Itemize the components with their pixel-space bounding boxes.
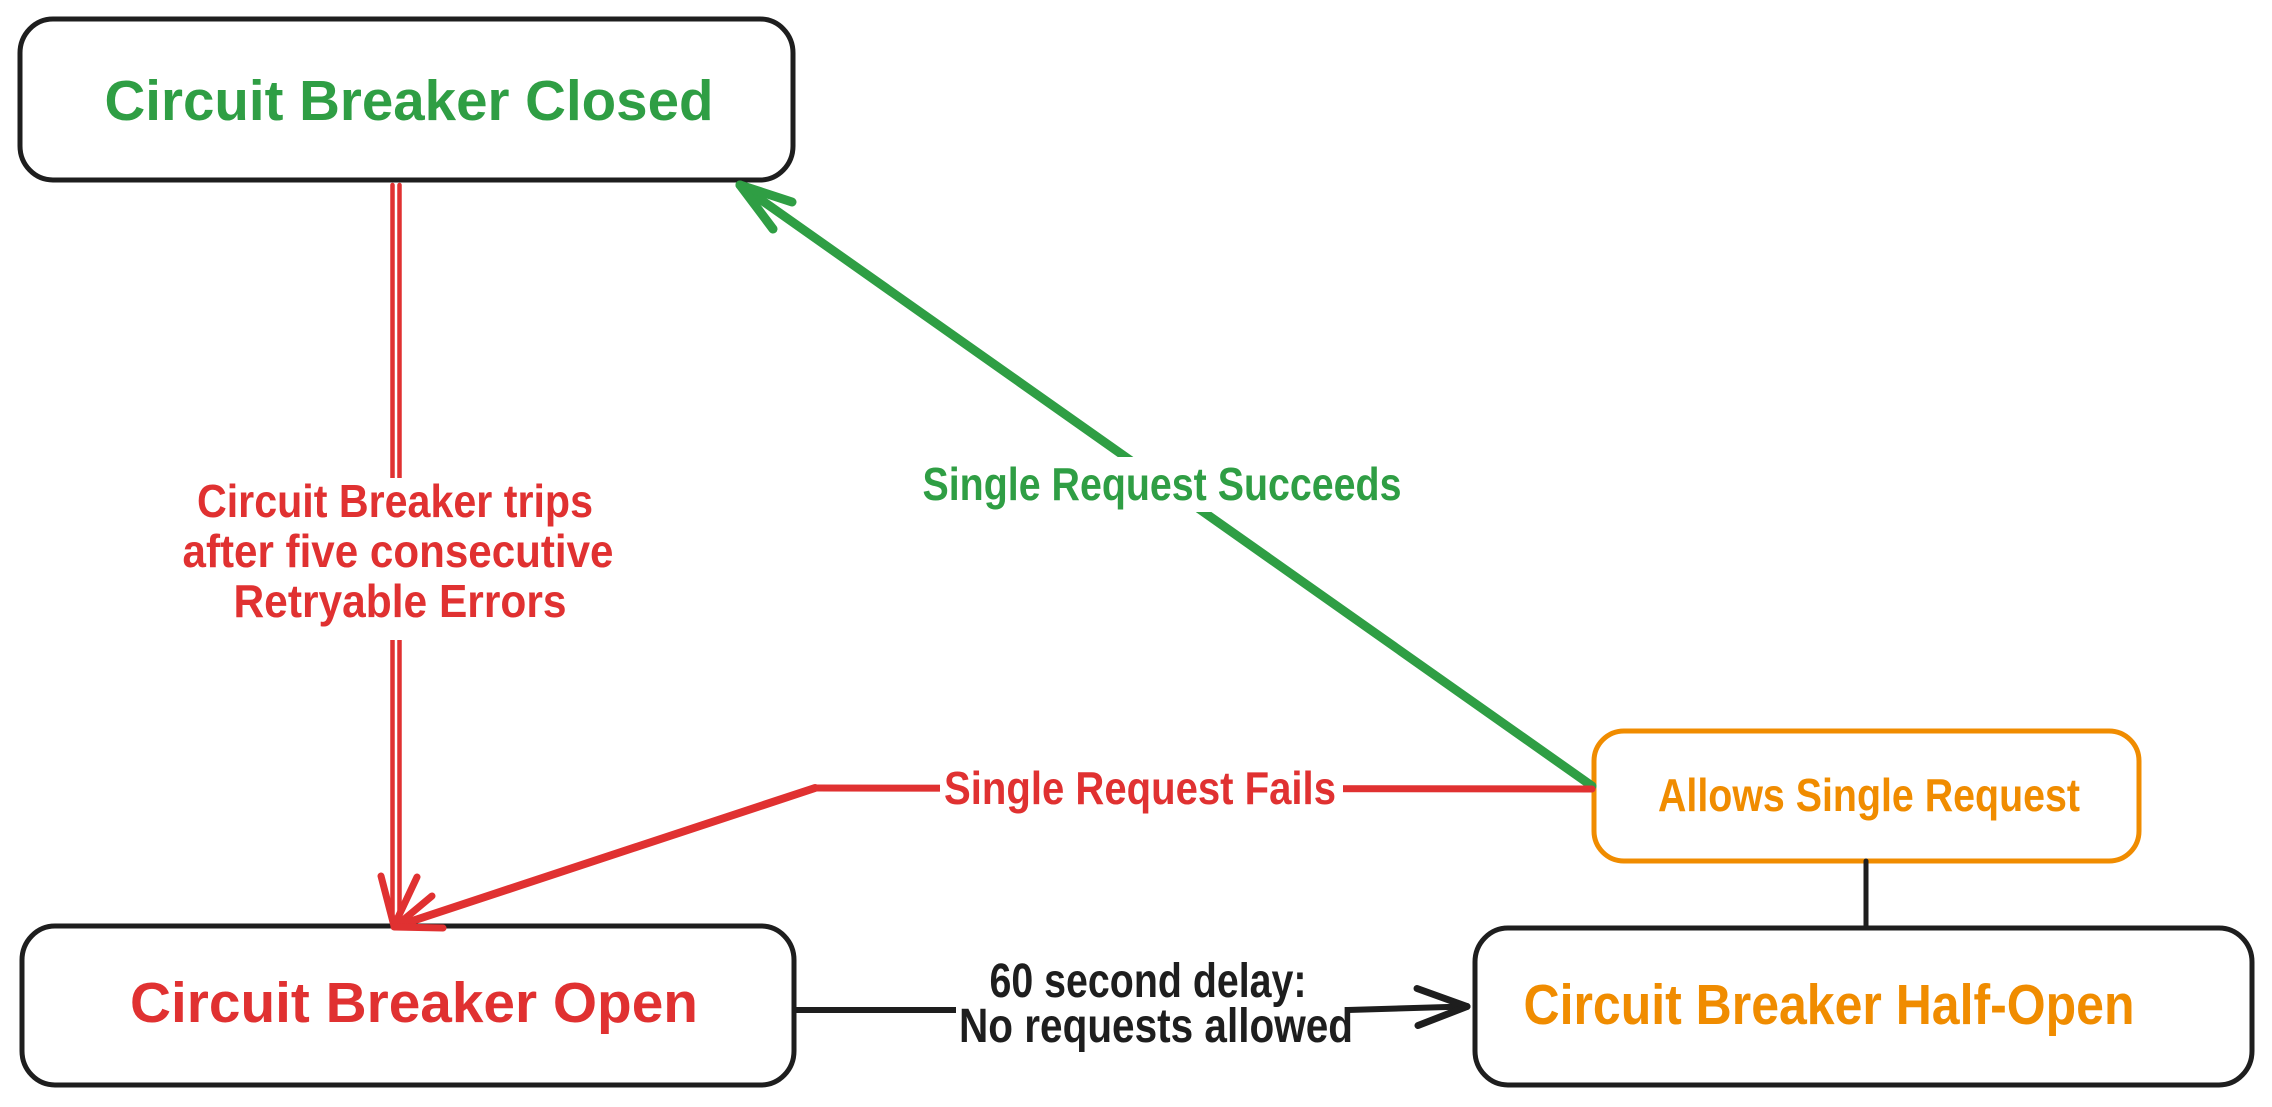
svg-text:Single Request Fails: Single Request Fails	[944, 762, 1336, 814]
svg-text:Circuit Breaker Closed: Circuit Breaker Closed	[105, 69, 714, 133]
svg-text:after five consecutive: after five consecutive	[183, 525, 614, 577]
svg-text:Circuit Breaker Open: Circuit Breaker Open	[130, 971, 698, 1035]
svg-text:Single Request Succeeds: Single Request Succeeds	[923, 458, 1402, 510]
svg-text:Circuit Breaker trips: Circuit Breaker trips	[197, 475, 593, 527]
svg-text:No requests allowed: No requests allowed	[959, 1000, 1353, 1053]
svg-text:Retryable Errors: Retryable Errors	[234, 575, 567, 627]
svg-text:Allows Single Request: Allows Single Request	[1658, 769, 2080, 821]
svg-text:Circuit Breaker Half-Open: Circuit Breaker Half-Open	[1524, 973, 2135, 1037]
svg-text:60 second delay:: 60 second delay:	[990, 955, 1307, 1008]
